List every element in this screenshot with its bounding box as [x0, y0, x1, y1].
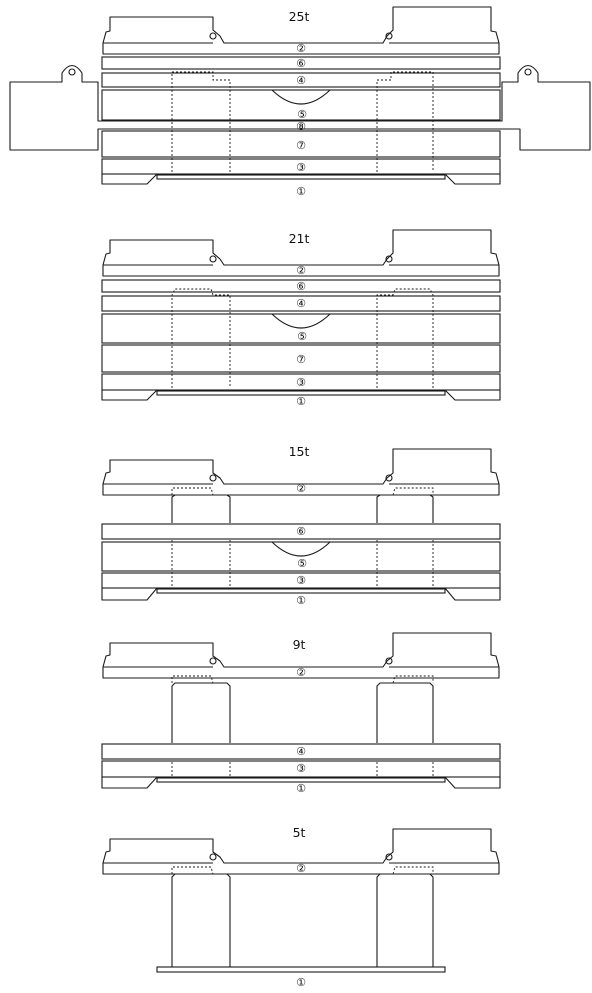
- label-5t-1: ①: [296, 976, 306, 988]
- layer-1-base: [156, 966, 446, 973]
- label-25t-2: ②: [296, 42, 306, 55]
- layer-1-base: [156, 588, 446, 594]
- label-9t-1: ①: [296, 782, 306, 795]
- label-9t-3: ③: [296, 762, 306, 775]
- label-9t-2: ②: [296, 666, 306, 679]
- support-posts: [171, 487, 434, 523]
- label-15t-3: ③: [296, 574, 306, 587]
- label-9t-4: ④: [296, 745, 306, 758]
- base-feet: [101, 389, 501, 401]
- layer-8-extension: [9, 64, 591, 151]
- label-15t-5: ⑤: [297, 557, 307, 570]
- hidden-posts: [171, 71, 434, 172]
- layer-2-pad: [102, 632, 500, 679]
- title-21t: 21t: [289, 231, 310, 246]
- layer-5-tray: [101, 89, 501, 121]
- layer-4-plate: [101, 295, 501, 312]
- title-9t: 9t: [293, 637, 306, 652]
- layer-3-plate: [101, 373, 501, 391]
- label-25t-5: ⑤: [297, 108, 307, 121]
- layer-2-pad: [102, 828, 500, 875]
- layer-5-tray: [101, 313, 501, 344]
- title-15t: 15t: [289, 444, 310, 459]
- label-15t-2: ②: [296, 482, 306, 495]
- layer-6-plate: [101, 523, 501, 540]
- layer-1-base: [156, 777, 446, 783]
- base-feet: [101, 776, 501, 789]
- support-posts: [171, 866, 434, 967]
- layer-1-base: [156, 390, 446, 396]
- layer-2-pad: [102, 229, 500, 277]
- layer-3-plate: [101, 158, 501, 175]
- title-25t: 25t: [289, 9, 310, 24]
- layer-7-tray: [101, 344, 501, 373]
- layer-1-base: [156, 174, 446, 180]
- layer-4-plate: [101, 743, 501, 760]
- label-21t-3: ③: [296, 376, 306, 389]
- hidden-posts: [171, 288, 434, 388]
- base-feet: [101, 587, 501, 601]
- layer-2-pad: [102, 448, 500, 496]
- label-15t-1: ①: [296, 594, 306, 607]
- stack-9t: 9t ② ④ ③ ①: [101, 632, 501, 795]
- label-21t-5: ⑤: [297, 330, 307, 343]
- label-21t-4: ④: [296, 297, 306, 310]
- layer-3-plate: [101, 572, 501, 589]
- layer-5-tray: [101, 541, 501, 572]
- label-25t-7: ⑦: [296, 139, 306, 152]
- layer-6-plate: [101, 56, 501, 70]
- layer-4-plate: [101, 72, 501, 88]
- label-25t-4: ④: [296, 74, 306, 87]
- label-25t-1: ①: [296, 185, 306, 198]
- hidden-posts: [171, 760, 434, 776]
- layer-7-tray: [101, 130, 501, 158]
- stack-5t: 5t ② ①: [102, 825, 500, 989]
- layer-2-pad: [102, 6, 500, 55]
- label-21t-6: ⑥: [296, 280, 306, 293]
- title-5t: 5t: [293, 825, 306, 840]
- stack-25t: 25t ② ⑥ ④ ⑤ ⑧ ⑦ ③ ①: [9, 6, 591, 198]
- label-5t-2: ②: [296, 862, 306, 875]
- label-25t-8: ⑧: [296, 120, 306, 133]
- stack-15t: 15t ② ⑥ ⑤ ③ ①: [101, 444, 501, 607]
- label-21t-2: ②: [296, 264, 306, 277]
- label-21t-7: ⑦: [296, 353, 306, 366]
- label-25t-3: ③: [296, 161, 306, 174]
- label-25t-6: ⑥: [296, 57, 306, 70]
- stack-21t: 21t ② ⑥ ④ ⑤ ⑦ ③ ①: [101, 229, 501, 408]
- base-feet: [101, 173, 501, 185]
- support-posts: [171, 675, 434, 743]
- layer-3-plate: [101, 760, 501, 778]
- label-21t-1: ①: [296, 395, 306, 408]
- label-15t-6: ⑥: [296, 525, 306, 538]
